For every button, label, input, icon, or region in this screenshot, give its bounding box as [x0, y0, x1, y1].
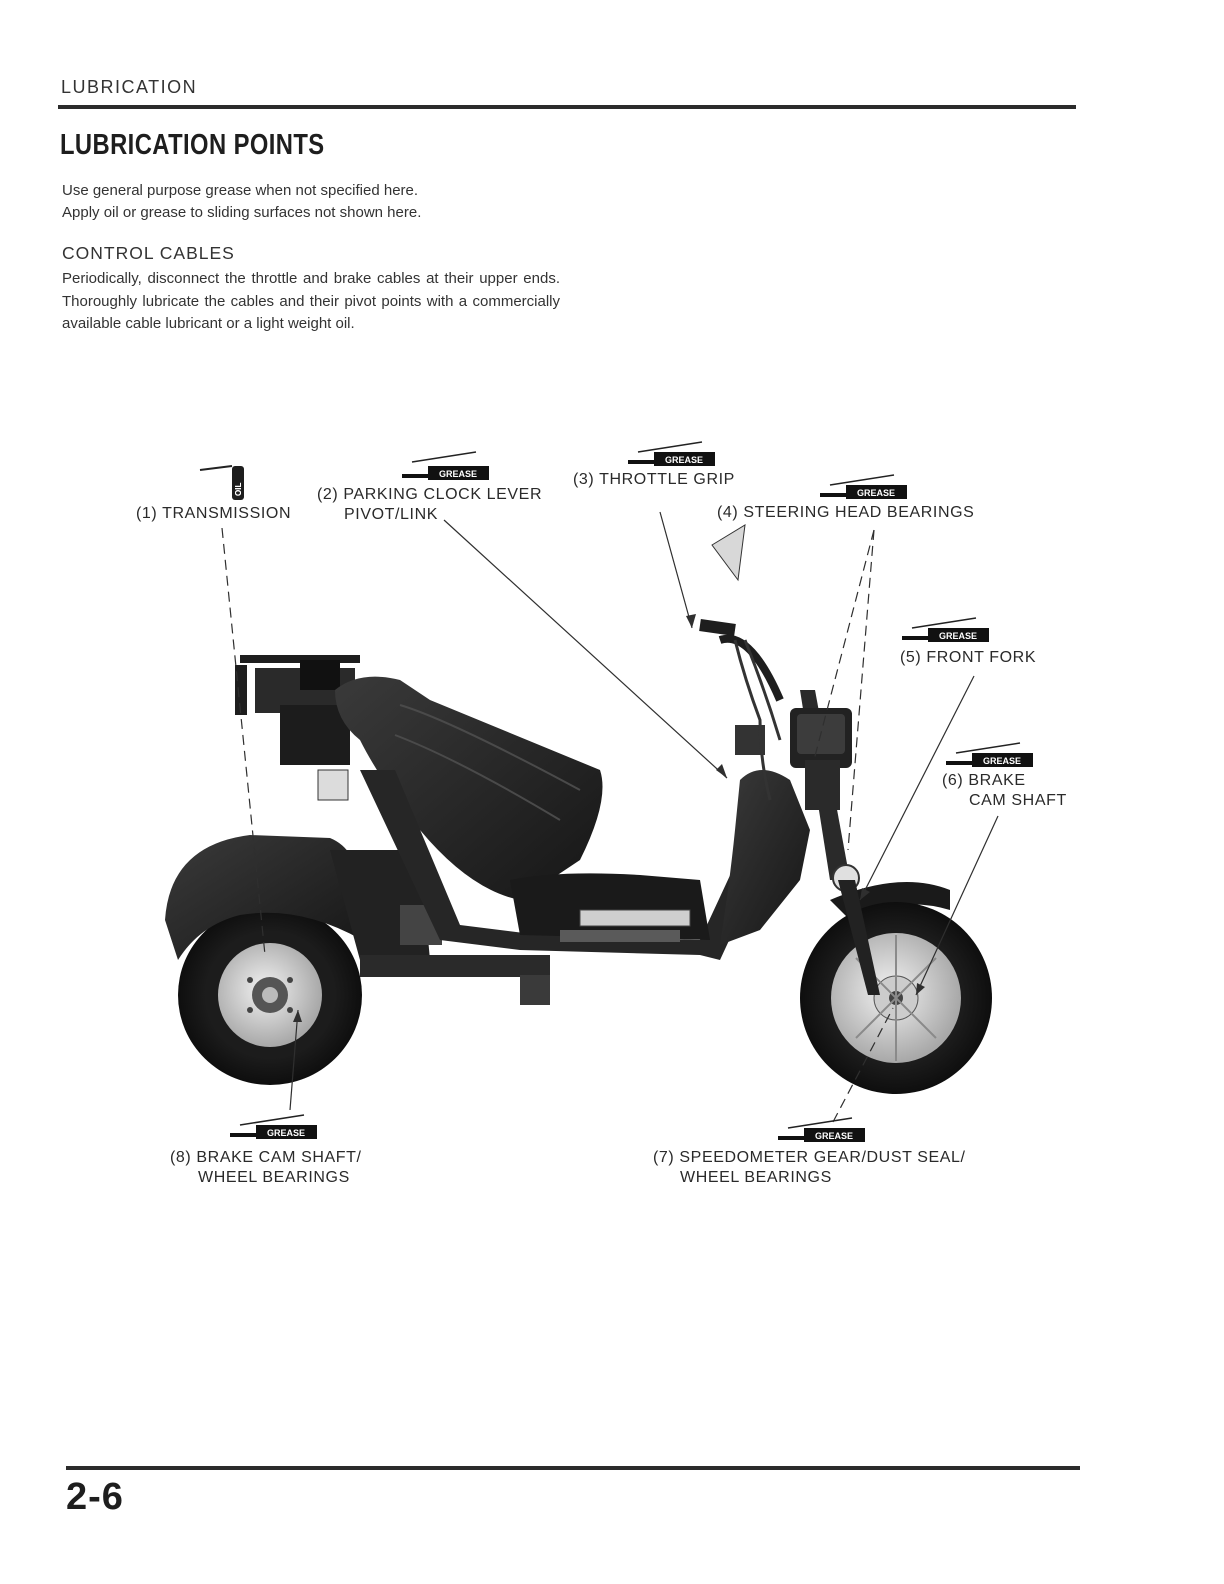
callout-front-fork: (5) FRONT FORK	[900, 648, 1036, 668]
page-title: LUBRICATION POINTS	[60, 129, 325, 161]
callout-speedometer-gear: (7) SPEEDOMETER GEAR/DUST SEAL/ WHEEL BE…	[653, 1148, 966, 1188]
intro-line-2: Apply oil or grease to sliding surfaces …	[62, 204, 422, 221]
frame	[360, 770, 780, 960]
grease-icon-6-label: GREASE	[983, 756, 1021, 766]
leader-lines	[221, 511, 999, 1123]
callout-steering-text: (4) STEERING HEAD BEARINGS	[717, 504, 975, 521]
grease-icon-7-label: GREASE	[815, 1131, 853, 1141]
callout-speedometer-line-1: (7) SPEEDOMETER GEAR/DUST SEAL/	[653, 1149, 966, 1166]
callout-brake-cam-shaft: (6) BRAKE CAM SHAFT	[942, 771, 1067, 811]
grease-icon-3-label: GREASE	[665, 455, 703, 465]
grease-icon-8-label: GREASE	[267, 1128, 305, 1138]
bottom-rule	[66, 1466, 1080, 1470]
top-rule	[58, 105, 1076, 109]
rear-wheel	[178, 905, 362, 1085]
front-cowl	[699, 524, 860, 945]
control-cables-heading: CONTROL CABLES	[62, 243, 235, 263]
callout-rear-brake-cam-shaft: (8) BRAKE CAM SHAFT/ WHEEL BEARINGS	[170, 1148, 362, 1188]
callout-rear-brake-line-1: (8) BRAKE CAM SHAFT/	[170, 1149, 362, 1166]
grease-icon-5-label: GREASE	[939, 631, 977, 641]
grease-icon-3: GREASE	[628, 441, 715, 466]
callout-steering-head: (4) STEERING HEAD BEARINGS	[717, 503, 974, 523]
callout-parking-line-2: PIVOT/LINK	[344, 506, 439, 523]
callout-front-fork-text: (5) FRONT FORK	[900, 649, 1037, 666]
intro-line-1: Use general purpose grease when not spec…	[62, 182, 419, 199]
oil-badge-label: OIL	[234, 483, 243, 496]
control-cables-text: Periodically, disconnect the throttle an…	[62, 270, 560, 332]
callout-brake-line-1: (6) BRAKE	[942, 772, 1026, 789]
callout-rear-brake-line-2: WHEEL BEARINGS	[198, 1169, 350, 1186]
callout-parking-line-1: (2) PARKING CLOCK LEVER	[317, 486, 543, 503]
rear-rack	[235, 655, 360, 801]
grease-icon-5: GREASE	[902, 617, 989, 642]
front-fork	[838, 880, 880, 995]
grease-icon-4: GREASE	[820, 474, 907, 499]
grease-icon-2: GREASE	[402, 451, 489, 480]
grease-icon-6: GREASE	[946, 742, 1033, 767]
callout-transmission: (1) TRANSMISSION	[136, 504, 291, 524]
callout-transmission-text: (1) TRANSMISSION	[136, 505, 292, 522]
callout-parking-clock-lever: (2) PARKING CLOCK LEVER PIVOT/LINK	[317, 485, 542, 525]
svg-text:OIL: OIL	[234, 483, 243, 496]
intro-text: Use general purpose grease when not spec…	[62, 180, 421, 224]
page-number: 2-6	[66, 1476, 124, 1518]
callout-speedometer-line-2: WHEEL BEARINGS	[680, 1169, 832, 1186]
grease-icon-8: GREASE	[230, 1114, 317, 1139]
grease-icon-4-label: GREASE	[857, 488, 895, 498]
callout-throttle-text: (3) THROTTLE GRIP	[573, 471, 735, 488]
section-header: LUBRICATION	[61, 77, 198, 97]
callout-brake-line-2: CAM SHAFT	[969, 792, 1067, 809]
grease-icon-7: GREASE	[778, 1117, 865, 1142]
grease-icon-2-label: GREASE	[439, 469, 477, 479]
oil-can-icon: OIL	[199, 465, 244, 500]
front-wheel	[800, 902, 992, 1094]
callout-throttle-grip: (3) THROTTLE GRIP	[573, 470, 735, 490]
seat	[335, 676, 603, 900]
